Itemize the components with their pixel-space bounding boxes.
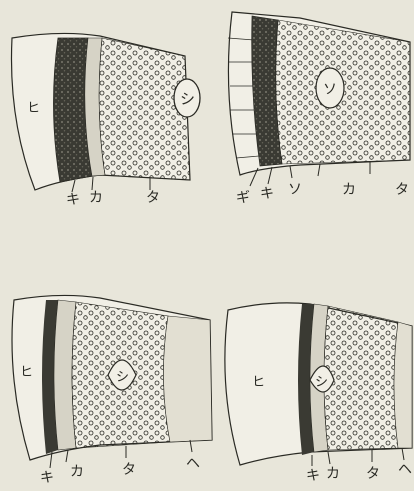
panel-4-label-1: カ: [326, 466, 340, 482]
panel-3-label-0: キ: [40, 470, 54, 486]
panel-1-label-1: カ: [89, 190, 103, 206]
panel-3: ヒ シ キ カ タ ヘ: [12, 295, 212, 486]
panel-4-inner-label: シ: [315, 375, 328, 390]
panel-2: ソ ギ キ ソ カ タ: [228, 12, 410, 206]
panel-2-label-1: キ: [260, 186, 274, 202]
panel-3-outer-striations: [163, 316, 212, 442]
panel-3-label-1: カ: [70, 464, 84, 480]
panel-1-label-0: キ: [66, 192, 80, 208]
panel-2-label-2: ソ: [288, 182, 302, 198]
panel-4-outer-striations: [394, 322, 412, 448]
panel-2-label-0: ギ: [236, 190, 250, 206]
panel-4-region-label: ヒ: [252, 375, 265, 390]
panel-1-inner-label: シ: [180, 90, 195, 108]
panel-4: ヒ シ キ カ タ ヘ: [225, 303, 412, 484]
panel-3-inner-label: シ: [116, 370, 129, 385]
panel-1: ヒ シ キ カ タ: [11, 33, 200, 208]
panel-1-label-2: タ: [146, 190, 160, 206]
panel-4-label-0: キ: [306, 468, 320, 484]
panel-2-label-3: カ: [342, 182, 356, 198]
panel-2-inner-label: ソ: [323, 82, 337, 98]
panel-4-label-3: ヘ: [398, 462, 412, 478]
panel-2-label-4: タ: [395, 182, 409, 198]
panel-3-region-label: ヒ: [20, 365, 33, 380]
panel-1-region-label: ヒ: [27, 101, 40, 116]
panel-3-label-3: ヘ: [186, 456, 200, 472]
panel-3-label-2: タ: [122, 462, 136, 478]
panel-4-label-2: タ: [366, 466, 380, 482]
panel-4-cell-region: [324, 306, 398, 450]
